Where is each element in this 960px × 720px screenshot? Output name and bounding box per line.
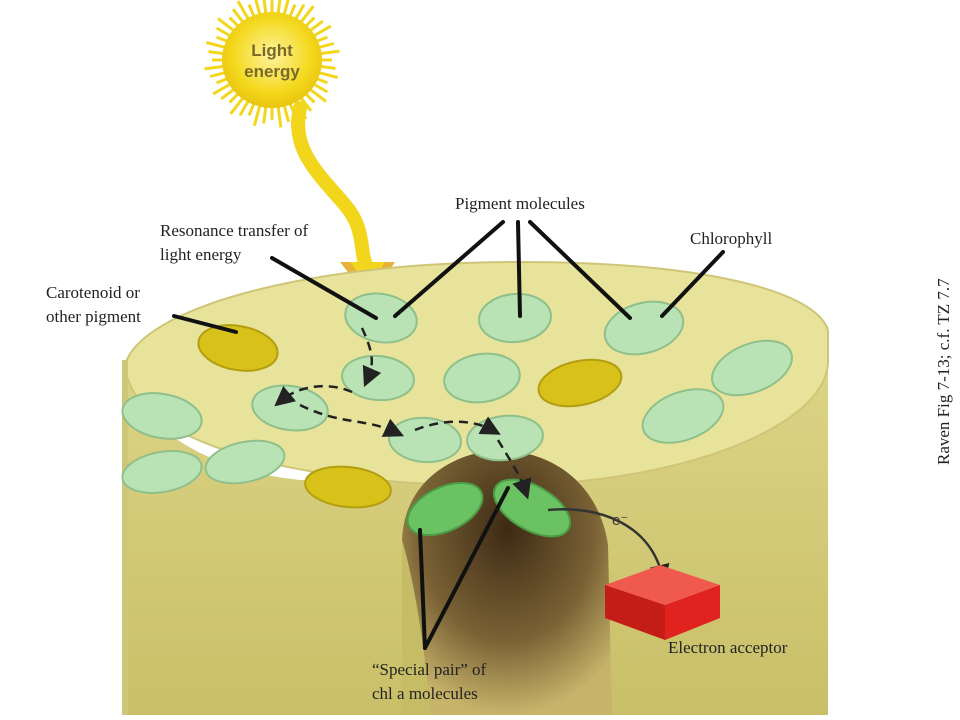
resonance-transfer-label: Resonance transfer of light energy [160,219,308,267]
pigment-molecule [711,339,793,397]
pigment-molecule [641,388,725,444]
special-pair-molecule-1 [406,481,484,537]
carotenoid-pigment [304,465,392,509]
special-pair-label: “Special pair” of chl a molecules [372,658,486,706]
resonance-transfer-path [274,327,532,500]
source-citation: Raven Fig 7-13; c.f. TZ 7.7 [934,278,953,465]
carotenoid-label-line2: other pigment [46,307,141,326]
leader-carotenoid [172,314,238,334]
leader-special-pair-1 [418,528,427,650]
pigment-molecule [204,439,286,485]
electron-acceptor-label: Electron acceptor [668,638,788,657]
leader-resonance [270,256,378,320]
resonance-label-line2: light energy [160,245,242,264]
cavity-wall-left [402,540,430,715]
sun-disc [222,12,322,108]
leader-pigment-1 [393,220,505,318]
sun-text-line1: Light [251,41,293,60]
pigment-molecule [443,352,521,404]
special-pair-label-line1: “Special pair” of [372,660,487,679]
carotenoid-pigment [537,358,623,408]
carotenoid-pigment [197,324,279,372]
carotenoid-group [197,324,623,509]
pigment-molecule [121,450,203,494]
resonance-label-line1: Resonance transfer of [160,221,309,240]
electron-transfer-arrow: e⁻ [547,508,670,585]
special-pair-label-line2: chl a molecules [372,684,478,703]
carotenoid-label-line1: Carotenoid or [46,283,140,302]
pigment-molecules-label: Pigment molecules [455,194,585,213]
leader-pigment-2 [516,220,522,318]
leader-special-pair-2 [423,486,510,650]
chlorophyll-label: Chlorophyll [690,229,773,248]
electron-symbol: e⁻ [612,512,628,529]
leader-pigment-3 [528,220,632,320]
light-energy-sun: Light energy [204,0,340,128]
pigment-molecule [388,416,462,464]
carotenoid-label: Carotenoid or other pigment [46,281,141,329]
pigment-molecule [121,392,203,440]
sun-text-line2: energy [244,62,300,81]
disc-edge [122,360,128,715]
pigment-molecule [478,292,552,344]
leader-chlorophyll [660,250,725,318]
electron-acceptor-block [605,565,720,640]
pigment-molecules-group [121,292,793,494]
